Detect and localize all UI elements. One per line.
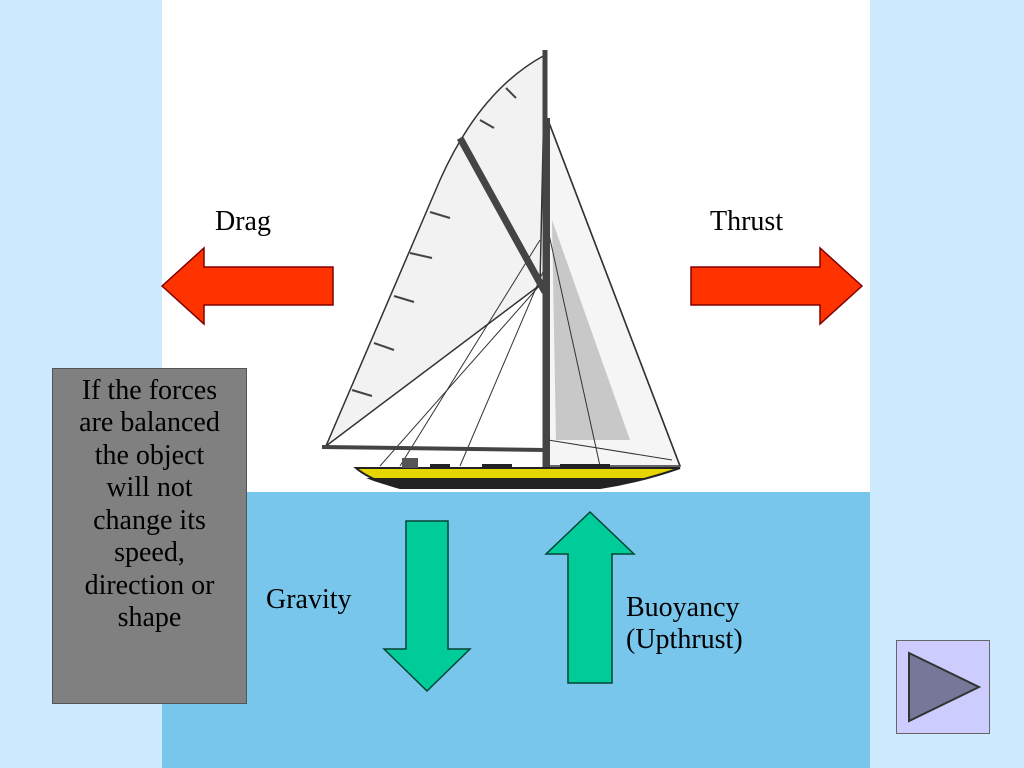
buoyancy-label-line2: (Upthrust): [626, 624, 743, 656]
water-panel: [162, 492, 870, 768]
gravity-arrow: [382, 520, 472, 693]
thrust-arrow: [690, 246, 864, 326]
note-line: change its: [93, 504, 206, 536]
thrust-label: Thrust: [710, 206, 784, 237]
gravity-label: Gravity: [266, 584, 352, 615]
drag-arrow: [160, 246, 334, 326]
note-line: shape: [117, 602, 182, 634]
buoyancy-arrow: [544, 510, 636, 684]
balanced-forces-note: If the forces are balanced the object wi…: [52, 368, 247, 704]
buoyancy-label-line1: Buoyancy: [626, 592, 740, 623]
drag-label: Drag: [215, 206, 271, 237]
sailboat-icon: [321, 50, 682, 489]
buoyancy-label: Buoyancy (Upthrust): [626, 592, 743, 656]
note-line: speed,: [114, 537, 185, 569]
note-line: If the forces: [81, 375, 218, 406]
note-line: will not: [106, 472, 193, 504]
note-line: are balanced: [79, 407, 220, 439]
note-line: the object: [94, 439, 205, 471]
next-slide-button[interactable]: [896, 640, 990, 734]
play-triangle-icon: [908, 651, 982, 723]
note-line: direction or: [84, 569, 215, 601]
